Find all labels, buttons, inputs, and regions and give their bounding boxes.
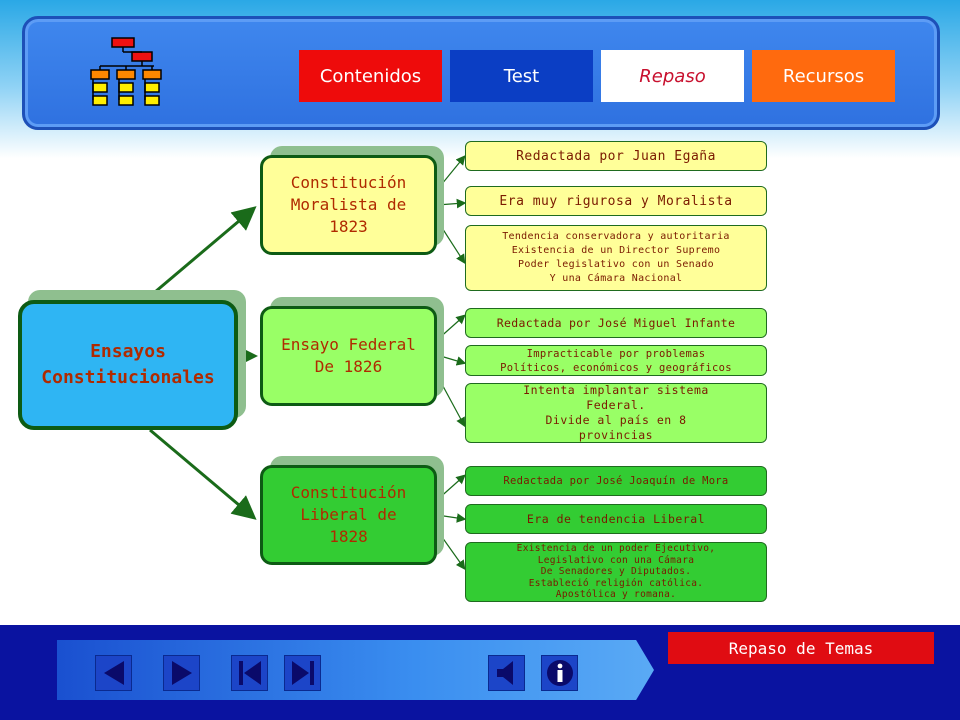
info-button[interactable] <box>541 655 578 691</box>
tab-repaso[interactable]: Repaso <box>601 50 744 102</box>
section-label: Repaso de Temas <box>668 632 934 664</box>
leaf-federal-problemas[interactable]: Impracticable por problemas Políticos, e… <box>465 345 767 376</box>
previous-button[interactable] <box>95 655 132 691</box>
branch-node-moralista-1823[interactable]: Constitución Moralista de 1823 <box>260 155 437 255</box>
next-button[interactable] <box>163 655 200 691</box>
info-icon <box>546 660 573 686</box>
org-chart-icon <box>90 37 162 106</box>
first-button[interactable] <box>231 655 268 691</box>
leaf-moralista-caracter[interactable]: Era muy rigurosa y Moralista <box>465 186 767 216</box>
root-node[interactable]: Ensayos Constitucionales <box>18 300 238 430</box>
branch-node-federal-1826[interactable]: Ensayo Federal De 1826 <box>260 306 437 406</box>
leaf-federal-redactor[interactable]: Redactada por José Miguel Infante <box>465 308 767 338</box>
sound-button[interactable] <box>488 655 525 691</box>
branch-node-liberal-1828[interactable]: Constitución Liberal de 1828 <box>260 465 437 565</box>
leaf-federal-sistema[interactable]: Intenta implantar sistema Federal. Divid… <box>465 383 767 443</box>
arrow-root-to-branch-1 <box>154 206 257 294</box>
tab-contenidos[interactable]: Contenidos <box>299 50 442 102</box>
tab-recursos[interactable]: Recursos <box>752 50 895 102</box>
leaf-moralista-detalles[interactable]: Tendencia conservadora y autoritaria Exi… <box>465 225 767 291</box>
triangle-right-icon <box>171 661 192 685</box>
skip-first-icon <box>238 661 261 685</box>
leaf-moralista-redactor[interactable]: Redactada por Juan Egaña <box>465 141 767 171</box>
leaf-liberal-redactor[interactable]: Redactada por José Joaquín de Mora <box>465 466 767 496</box>
speaker-icon <box>496 661 513 685</box>
leaf-liberal-poderes[interactable]: Existencia de un poder Ejecutivo, Legisl… <box>465 542 767 602</box>
tab-test[interactable]: Test <box>450 50 593 102</box>
skip-last-icon <box>291 661 314 685</box>
triangle-left-icon <box>103 661 124 685</box>
last-button[interactable] <box>284 655 321 691</box>
arrow-root-to-branch-3 <box>149 428 257 520</box>
leaf-liberal-tendencia[interactable]: Era de tendencia Liberal <box>465 504 767 534</box>
